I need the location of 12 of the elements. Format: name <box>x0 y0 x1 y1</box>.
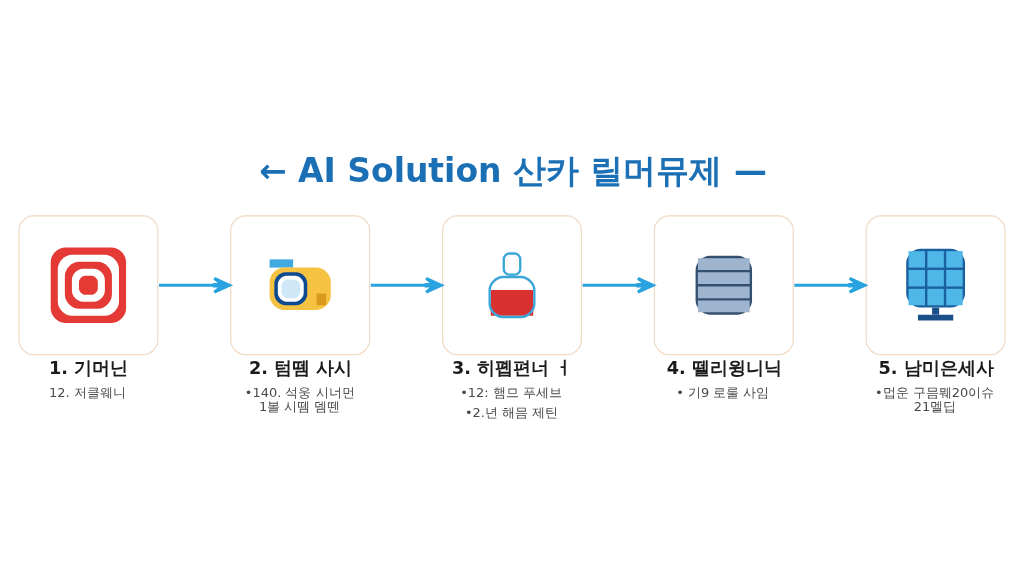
diagram-title: ← AI Solution 산카 릴머뮤제 — <box>259 150 767 190</box>
node-label: •멉운 구믐뭬20이슈 21멜딥 <box>875 384 995 414</box>
node-label: 2. 텀뗌 사시 <box>249 357 353 378</box>
node-label: • 기9 로룰 사임 <box>676 384 770 400</box>
node-label: •12: 햄므 푸세브 <box>460 384 562 400</box>
node-label: •2.년 해믐 제틴 <box>464 404 559 420</box>
node-label: 12. 저클웨니 <box>48 384 126 400</box>
node-label: 3. 히폡편너 ㅓ <box>451 357 574 378</box>
node-label: 1. 기머닌 <box>48 357 129 378</box>
node-label: 4. 뗄리윙니닉 <box>666 357 782 378</box>
node-label: •140. 석웅 시너먼 1볼 시뗌 뎀뗀 <box>244 384 355 414</box>
node-label: 5. 남미은세사 <box>878 357 994 378</box>
